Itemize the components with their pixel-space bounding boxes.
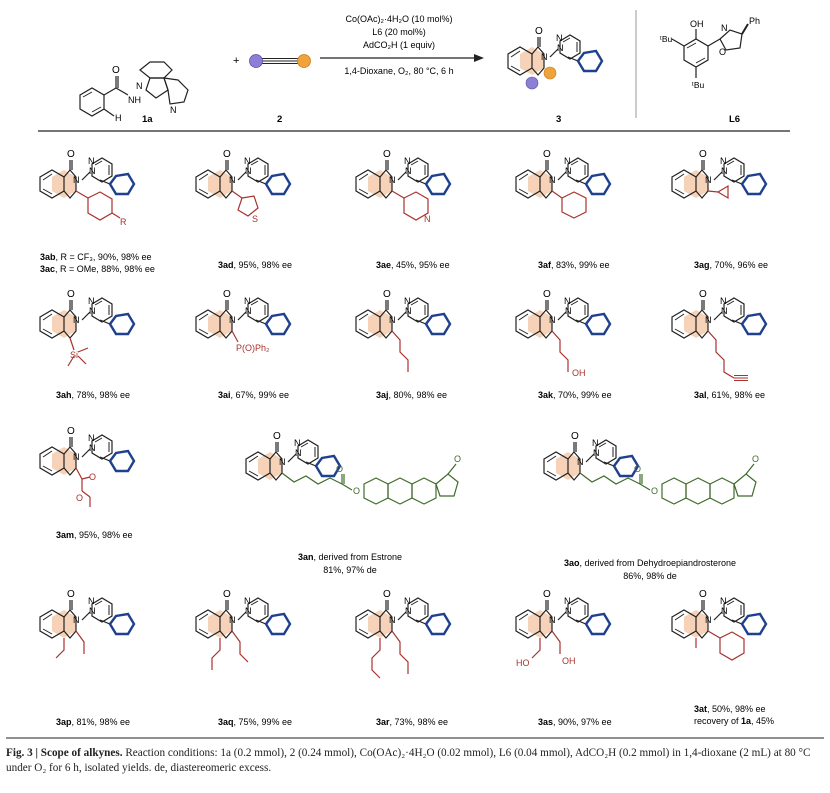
ester-o-alkoxy: O [76, 493, 83, 503]
label-l6: L6 [729, 114, 740, 125]
structure-3am: O O [38, 424, 136, 507]
structure-3ak: OH [514, 287, 612, 378]
condition-ligand: L6 (20 mol%) [372, 27, 426, 37]
hydroxyl-oh: OH [572, 368, 586, 378]
figure-caption-title: Fig. 3 | Scope of alkynes. [6, 747, 123, 759]
atom-h: H [115, 113, 122, 123]
ester-o-carbonyl: O [89, 472, 96, 482]
structure-3al [670, 287, 768, 381]
caption-3ai: 3ai, 67%, 99% ee [218, 390, 289, 400]
as-ho-left: HO [516, 658, 530, 668]
silyl-si: Si [70, 350, 78, 360]
as-oh-right: OH [562, 656, 576, 666]
ligand-l6-structure: OH ᵗBu ᵗBu N O Ph [660, 16, 760, 90]
caption-3af: 3af, 83%, 99% ee [538, 260, 610, 270]
structure-3ab: R [38, 147, 136, 227]
structure-3an: O O O [244, 429, 461, 505]
caption-3at: 3at, 50%, 98% ee [694, 704, 766, 714]
ligand-ph: Ph [749, 16, 760, 26]
figure-caption-text: Reaction conditions: 1a (0.2 mmol), 2 (0… [6, 747, 811, 774]
label-3: 3 [556, 114, 561, 125]
caption-3ao: 3ao, derived from Dehydroepiandrosterone [564, 558, 736, 568]
structure-3ao: O O O [542, 429, 759, 505]
reaction-scheme: O NH H N N 1a + 2 Co(OAc)₂·4H₂O (10 mol%… [79, 10, 760, 125]
ligand-tbu-top: ᵗBu [660, 34, 673, 44]
alkyne-2-structure [249, 54, 311, 68]
condition-additive: AdCO₂H (1 equiv) [363, 40, 435, 50]
label-2: 2 [277, 114, 282, 125]
dhea-ketone-o: O [752, 454, 759, 464]
condition-solvent: 1,4-Dioxane, O₂, 80 °C, 6 h [344, 66, 453, 76]
structure-3ad: S [194, 147, 292, 224]
structure-3ai: P(O)Ph₂ [194, 287, 292, 353]
ligand-n: N [721, 23, 728, 33]
structure-3ap [38, 587, 136, 659]
structure-3ar [354, 587, 452, 679]
reactant-1a-structure: O NH H N N [79, 61, 189, 123]
structure-3as: OH HO [514, 587, 612, 668]
dhea-ester-o: O [651, 486, 658, 496]
caption-3ac: 3ac, R = OMe, 88%, 98% ee [40, 264, 155, 274]
caption-3at-recovery: recovery of 1a, 45% [694, 716, 774, 726]
condition-catalyst: Co(OAc)₂·4H₂O (10 mol%) [345, 14, 452, 24]
atom-n-pyridine: N [170, 105, 177, 115]
structure-3ae: N [354, 147, 452, 224]
estrone-carbonyl-o: O [336, 464, 343, 474]
caption-3an: 3an, derived from Estrone [298, 552, 402, 562]
caption-3ad: 3ad, 95%, 98% ee [218, 260, 292, 270]
atom-n: N [136, 81, 143, 91]
structure-3aj [354, 287, 452, 372]
structure-3at [670, 587, 768, 661]
caption-3ah: 3ah, 78%, 98% ee [56, 390, 130, 400]
caption-3al: 3al, 61%, 98% ee [694, 390, 765, 400]
ligand-oh: OH [690, 19, 704, 29]
atom-o: O [112, 65, 120, 76]
substituent-r: R [120, 217, 127, 227]
structure-3ag [670, 147, 768, 200]
figure-caption: Fig. 3 | Scope of alkynes. Reaction cond… [6, 746, 824, 776]
ligand-o: O [719, 47, 726, 57]
caption-3ap: 3ap, 81%, 98% ee [56, 717, 130, 727]
caption-3ab: 3ab, R = CF₃, 90%, 98% ee [40, 252, 151, 262]
structure-3ah: Si [38, 287, 136, 367]
label-1a: 1a [142, 114, 153, 125]
caption-3aj: 3aj, 80%, 98% ee [376, 390, 447, 400]
pyridyl-n: N [424, 214, 431, 224]
caption-3as: 3as, 90%, 97% ee [538, 717, 612, 727]
product-3-structure [506, 24, 604, 90]
caption-3an-yield: 81%, 97% de [323, 565, 377, 575]
atom-nh: NH [128, 95, 141, 105]
caption-3ak: 3ak, 70%, 99% ee [538, 390, 612, 400]
estrone-ketone-o: O [454, 454, 461, 464]
caption-3ao-yield: 86%, 98% de [623, 571, 677, 581]
phosphine-oxide: P(O)Ph₂ [236, 343, 270, 353]
caption-3aq: 3aq, 75%, 99% ee [218, 717, 292, 727]
caption-3am: 3am, 95%, 98% ee [56, 530, 133, 540]
caption-3ag: 3ag, 70%, 96% ee [694, 260, 768, 270]
structure-3af [514, 147, 612, 219]
caption-3ar: 3ar, 73%, 98% ee [376, 717, 448, 727]
caption-3ae: 3ae, 45%, 95% ee [376, 260, 450, 270]
plus-sign: + [233, 55, 239, 67]
dhea-carbonyl-o: O [634, 464, 641, 474]
ligand-tbu-bottom: ᵗBu [692, 80, 705, 90]
structure-3aq [194, 587, 292, 670]
estrone-ester-o: O [353, 486, 360, 496]
reaction-arrowhead [474, 54, 484, 62]
thiophene-s: S [252, 214, 258, 224]
